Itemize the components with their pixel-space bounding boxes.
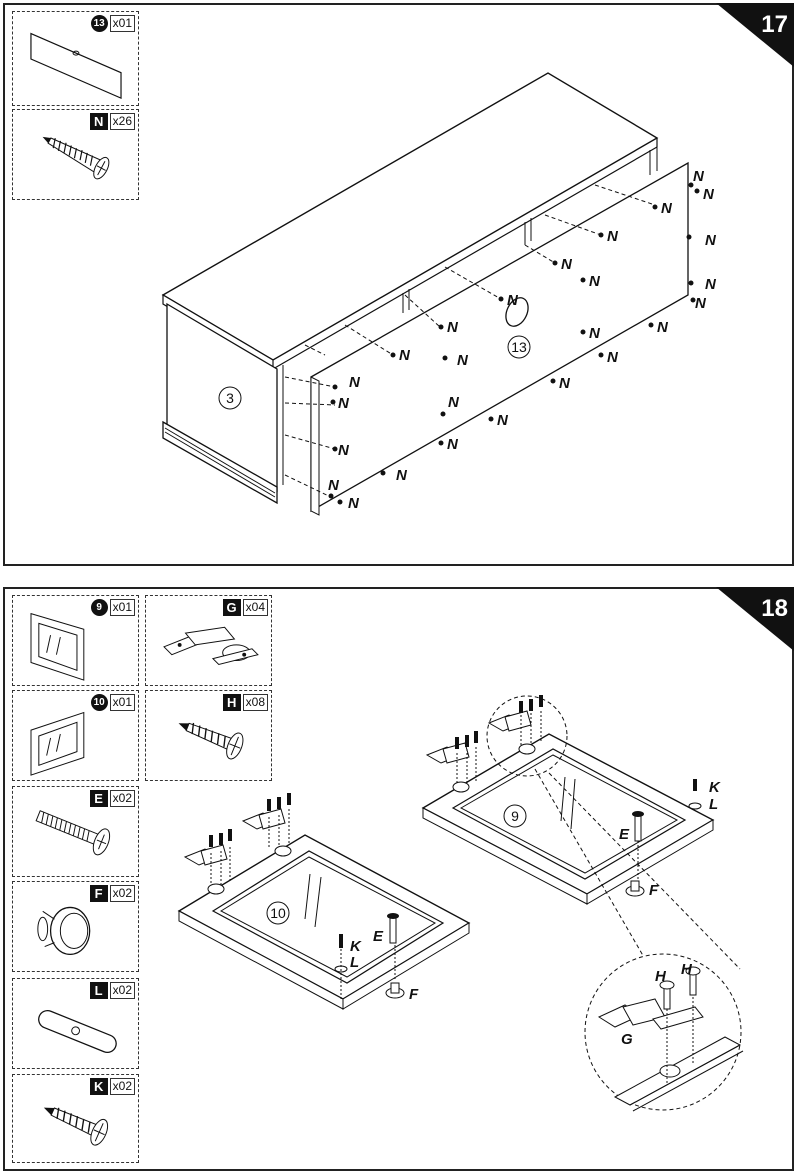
part-box-9: 9 x01 — [12, 595, 139, 686]
part-id-N: N — [89, 113, 108, 130]
part-qty-H: x08 — [242, 694, 268, 711]
screw-label-N: N — [559, 375, 571, 392]
knob-F-icon — [37, 906, 91, 956]
part-qty-K: x02 — [109, 1078, 135, 1095]
screw-N-icon — [42, 136, 110, 180]
part-qty-G: x04 — [242, 599, 268, 616]
part-id-13: 13 — [90, 15, 108, 32]
door-10-icon — [30, 711, 85, 776]
screw-H-icon — [178, 722, 244, 760]
screw-label-N: N — [448, 394, 460, 411]
part-box-10: 10 x01 — [12, 690, 139, 781]
bolt-E-icon — [35, 810, 111, 856]
screw-label-N: N — [399, 347, 411, 364]
plate-L-icon — [38, 1009, 117, 1054]
screw-label-N: N — [349, 374, 361, 391]
part-qty-E: x02 — [109, 790, 135, 807]
part-qty-9: x01 — [109, 599, 135, 616]
part-box-13: 13 x01 — [12, 11, 139, 106]
screw-label-N: N — [561, 256, 573, 273]
door-10: 10 E — [177, 793, 471, 1010]
screw-label-N: N — [607, 228, 619, 245]
part-label-L: L — [709, 796, 718, 813]
side-panel-label: 3 — [226, 390, 234, 406]
part-label-H: H — [655, 968, 667, 985]
step-17-number: 17 — [761, 11, 788, 38]
doors-hinge-drawing: 10 E — [177, 695, 744, 1112]
door-9: 9 E — [421, 695, 721, 905]
step-18-panel: 18 9 x01 G x04 — [3, 587, 794, 1171]
part-id-10: 10 — [90, 694, 108, 711]
step-17-panel: 17 13 x01 N x26 — [3, 3, 794, 566]
part-qty-13: x01 — [109, 15, 135, 32]
screw-label-N: N — [396, 467, 408, 484]
screw-label-N: N — [447, 436, 459, 453]
part-label-G: G — [621, 1031, 633, 1048]
part-label-F: F — [649, 882, 659, 899]
part-box-H: H x08 — [145, 690, 272, 781]
part-label-H: H — [681, 961, 693, 978]
screw-label-N: N — [705, 232, 717, 249]
screw-label-N: N — [589, 273, 601, 290]
screw-label-N: N — [589, 325, 601, 342]
part-box-E: E x02 — [12, 786, 139, 877]
screw-label-N: N — [348, 495, 360, 512]
part-qty-N: x26 — [109, 113, 135, 130]
screw-label-N: N — [447, 319, 459, 336]
screw-label-N: N — [497, 412, 509, 429]
part-box-F: F x02 — [12, 881, 139, 972]
part-box-G: G x04 — [145, 595, 272, 686]
part-label-F: F — [409, 986, 419, 1003]
tv-stand-back-panel-drawing: 3 13 N N N N N N N N N N — [161, 72, 717, 516]
screw-label-N: N — [338, 395, 350, 412]
back-panel-label: 13 — [511, 339, 527, 355]
part-label-E: E — [619, 826, 630, 843]
screw-label-N: N — [607, 349, 619, 366]
part-id-9: 9 — [90, 599, 108, 616]
part-qty-10: x01 — [109, 694, 135, 711]
door-9-icon — [30, 612, 85, 681]
door-10-label: 10 — [270, 905, 286, 921]
screw-label-N: N — [703, 186, 715, 203]
screw-label-N: N — [457, 352, 469, 369]
hinge-G-icon — [163, 626, 259, 666]
door-9-label: 9 — [511, 808, 519, 824]
hinge-detail-view: H H G — [534, 768, 744, 1112]
part-box-L: L x02 — [12, 978, 139, 1069]
part-label-K: K — [350, 938, 362, 955]
part-id-K: K — [89, 1078, 108, 1095]
screw-callouts: N N N N N N N N N N N N N N N N N N N N … — [328, 168, 717, 512]
part-qty-F: x02 — [109, 885, 135, 902]
back-panel-icon — [30, 32, 122, 100]
screw-label-N: N — [328, 477, 340, 494]
part-id-L: L — [89, 982, 108, 999]
part-label-L: L — [350, 954, 359, 971]
part-id-E: E — [89, 790, 108, 807]
part-label-K: K — [709, 779, 721, 796]
screw-label-N: N — [693, 168, 705, 185]
screw-K-icon — [43, 1107, 109, 1146]
step-17-corner-badge — [716, 3, 794, 67]
screw-label-N: N — [705, 276, 717, 293]
part-label-E: E — [373, 928, 384, 945]
part-id-G: G — [222, 599, 241, 616]
part-id-F: F — [89, 885, 108, 902]
screw-label-N: N — [695, 295, 707, 312]
screw-label-N: N — [507, 292, 519, 309]
part-id-H: H — [222, 694, 241, 711]
step-18-corner-badge — [716, 587, 794, 651]
part-box-K: K x02 — [12, 1074, 139, 1163]
part-box-N: N x26 — [12, 109, 139, 200]
screw-label-N: N — [657, 319, 669, 336]
screw-label-N: N — [661, 200, 673, 217]
screw-label-N: N — [338, 442, 350, 459]
part-qty-L: x02 — [109, 982, 135, 999]
step-18-number: 18 — [761, 595, 788, 622]
